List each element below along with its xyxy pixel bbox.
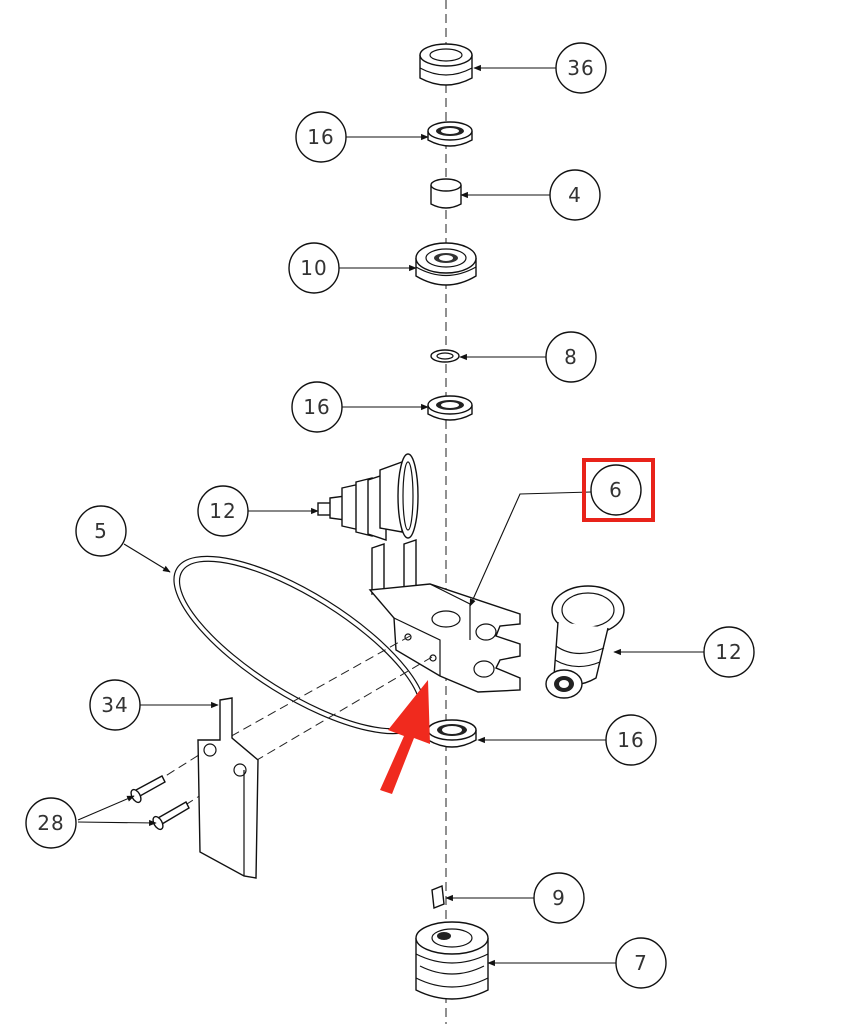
callout-7: 7 xyxy=(615,937,667,989)
callout-4: 4 xyxy=(549,169,601,221)
callout-12-upper: 12 xyxy=(197,485,249,537)
part-7-drive-pulley xyxy=(415,921,489,1000)
svg-text:16: 16 xyxy=(617,728,644,752)
part-12-stepped-shaft-upper xyxy=(317,453,419,541)
red-pointer-arrow xyxy=(380,680,430,794)
callout-36: 36 xyxy=(555,42,607,94)
svg-text:5: 5 xyxy=(94,519,108,543)
svg-text:10: 10 xyxy=(300,256,327,280)
part-16-bearing-lower xyxy=(427,719,477,748)
callout-6: 6 xyxy=(590,464,642,516)
guide-line-lower xyxy=(239,656,433,771)
part-9-key xyxy=(431,885,445,909)
callout-34: 34 xyxy=(89,679,141,731)
svg-text:28: 28 xyxy=(37,811,64,835)
part-28-screw-lower xyxy=(152,801,190,831)
part-10-pulley xyxy=(415,242,477,286)
callout-16-middle: 16 xyxy=(291,381,343,433)
part-16-bearing-top xyxy=(427,121,473,147)
callout-9: 9 xyxy=(533,872,585,924)
callout-10: 10 xyxy=(288,242,340,294)
svg-text:4: 4 xyxy=(568,183,582,207)
part-34-plate xyxy=(197,697,259,879)
svg-text:6: 6 xyxy=(609,478,623,502)
part-6-bracket xyxy=(368,539,521,693)
highlight-box-callout-6 xyxy=(582,458,655,522)
svg-text:8: 8 xyxy=(564,345,578,369)
svg-text:9: 9 xyxy=(552,886,566,910)
part-28-screw-upper xyxy=(130,775,166,804)
guide-line-upper xyxy=(209,635,411,749)
part-36-cap xyxy=(419,43,473,86)
svg-text:16: 16 xyxy=(303,395,330,419)
svg-text:12: 12 xyxy=(715,640,742,664)
callout-16-lower: 16 xyxy=(605,714,657,766)
callout-28: 28 xyxy=(25,797,77,849)
part-16-bearing-middle xyxy=(427,395,473,421)
leader-lines xyxy=(77,64,704,967)
callout-12-right: 12 xyxy=(703,626,755,678)
callout-16-top: 16 xyxy=(295,111,347,163)
svg-text:34: 34 xyxy=(101,693,128,717)
part-12-stepped-shaft-right xyxy=(545,585,625,699)
svg-text:12: 12 xyxy=(209,499,236,523)
svg-text:36: 36 xyxy=(567,56,594,80)
svg-text:7: 7 xyxy=(634,951,648,975)
part-4-spacer xyxy=(430,178,462,209)
svg-text:16: 16 xyxy=(307,125,334,149)
callout-8: 8 xyxy=(545,331,597,383)
callout-5: 5 xyxy=(75,505,127,557)
part-8-washer xyxy=(430,349,460,363)
